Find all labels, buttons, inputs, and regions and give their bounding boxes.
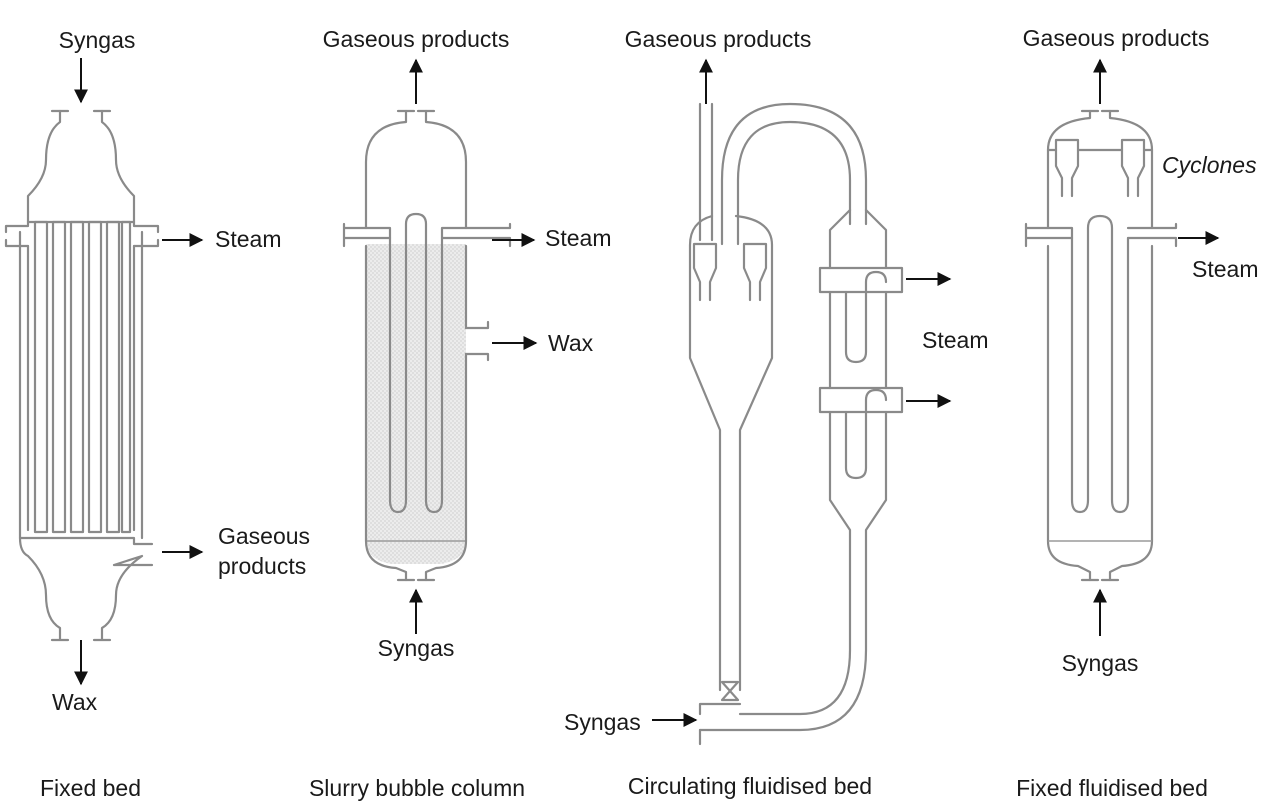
slurry-vessel-shell (364, 109, 468, 582)
cfb-hopper-vessel (688, 214, 774, 692)
slurry-bed (366, 244, 466, 564)
ffb-cyclone-right (1120, 138, 1146, 198)
cfb-cooling-coils (844, 270, 888, 480)
fixed-bed-reactor: Syngas Steam Gaseous products Wax Fixed … (4, 27, 310, 801)
cfb-gas-outlet-pipe (698, 102, 714, 242)
cfb-cyclone-right (742, 242, 768, 302)
ffb-cyclone-left (1054, 138, 1080, 198)
cfb-caption: Circulating fluidised bed (628, 773, 872, 799)
fixed-bed-products-label: products (218, 553, 306, 579)
slurry-wax-nozzle (464, 320, 490, 362)
circulating-fluidised-bed-reactor: Gaseous products Steam Syngas Circulatin… (564, 26, 988, 799)
ffb-caption: Fixed fluidised bed (1016, 775, 1208, 801)
slurry-cooling-coils (388, 212, 444, 514)
ffb-cooling-coils (1070, 214, 1130, 514)
fixed-bed-wax-label: Wax (52, 689, 98, 715)
fixed-bed-gaseous-label: Gaseous (218, 523, 310, 549)
ffb-cyclones-label: Cyclones (1162, 152, 1257, 178)
fixed-bed-syngas-label: Syngas (59, 27, 136, 53)
slurry-syngas-label: Syngas (378, 635, 455, 661)
cfb-riser-loop (720, 102, 868, 246)
ffb-gas-label: Gaseous products (1023, 25, 1210, 51)
slurry-caption: Slurry bubble column (309, 775, 525, 801)
cfb-syngas-inlet (698, 702, 742, 746)
ffb-steam-label: Steam (1192, 256, 1258, 282)
ffb-shell (1046, 109, 1154, 582)
cfb-syngas-label: Syngas (564, 709, 641, 735)
ffb-steam-flange (1024, 222, 1178, 248)
fixed-bed-top-dome (26, 109, 136, 224)
cfb-gas-label: Gaseous products (625, 26, 812, 52)
fixed-fluidised-bed-reactor: Gaseous products Cyclones Steam Syngas F… (1016, 25, 1258, 801)
slurry-bubble-column-reactor: Gaseous products Steam Wax Syngas Slurry… (309, 26, 612, 801)
ffb-syngas-label: Syngas (1062, 650, 1139, 676)
slurry-gas-label: Gaseous products (323, 26, 510, 52)
slurry-wax-label: Wax (548, 330, 594, 356)
fixed-bed-bottom-head (18, 536, 154, 642)
cfb-steam-flange-top (818, 266, 904, 294)
fixed-bed-tubes (33, 220, 132, 534)
cfb-riser-vessel (698, 208, 888, 732)
slurry-steam-label: Steam (545, 225, 611, 251)
cfb-slide-valve (720, 680, 740, 702)
fixed-bed-steam-label: Steam (215, 226, 281, 252)
fixed-bed-caption: Fixed bed (40, 775, 141, 801)
cfb-steam-flange-bottom (818, 386, 904, 414)
cfb-steam-label: Steam (922, 327, 988, 353)
fixed-bed-shell (18, 230, 144, 540)
cfb-cyclone-left (692, 242, 718, 302)
